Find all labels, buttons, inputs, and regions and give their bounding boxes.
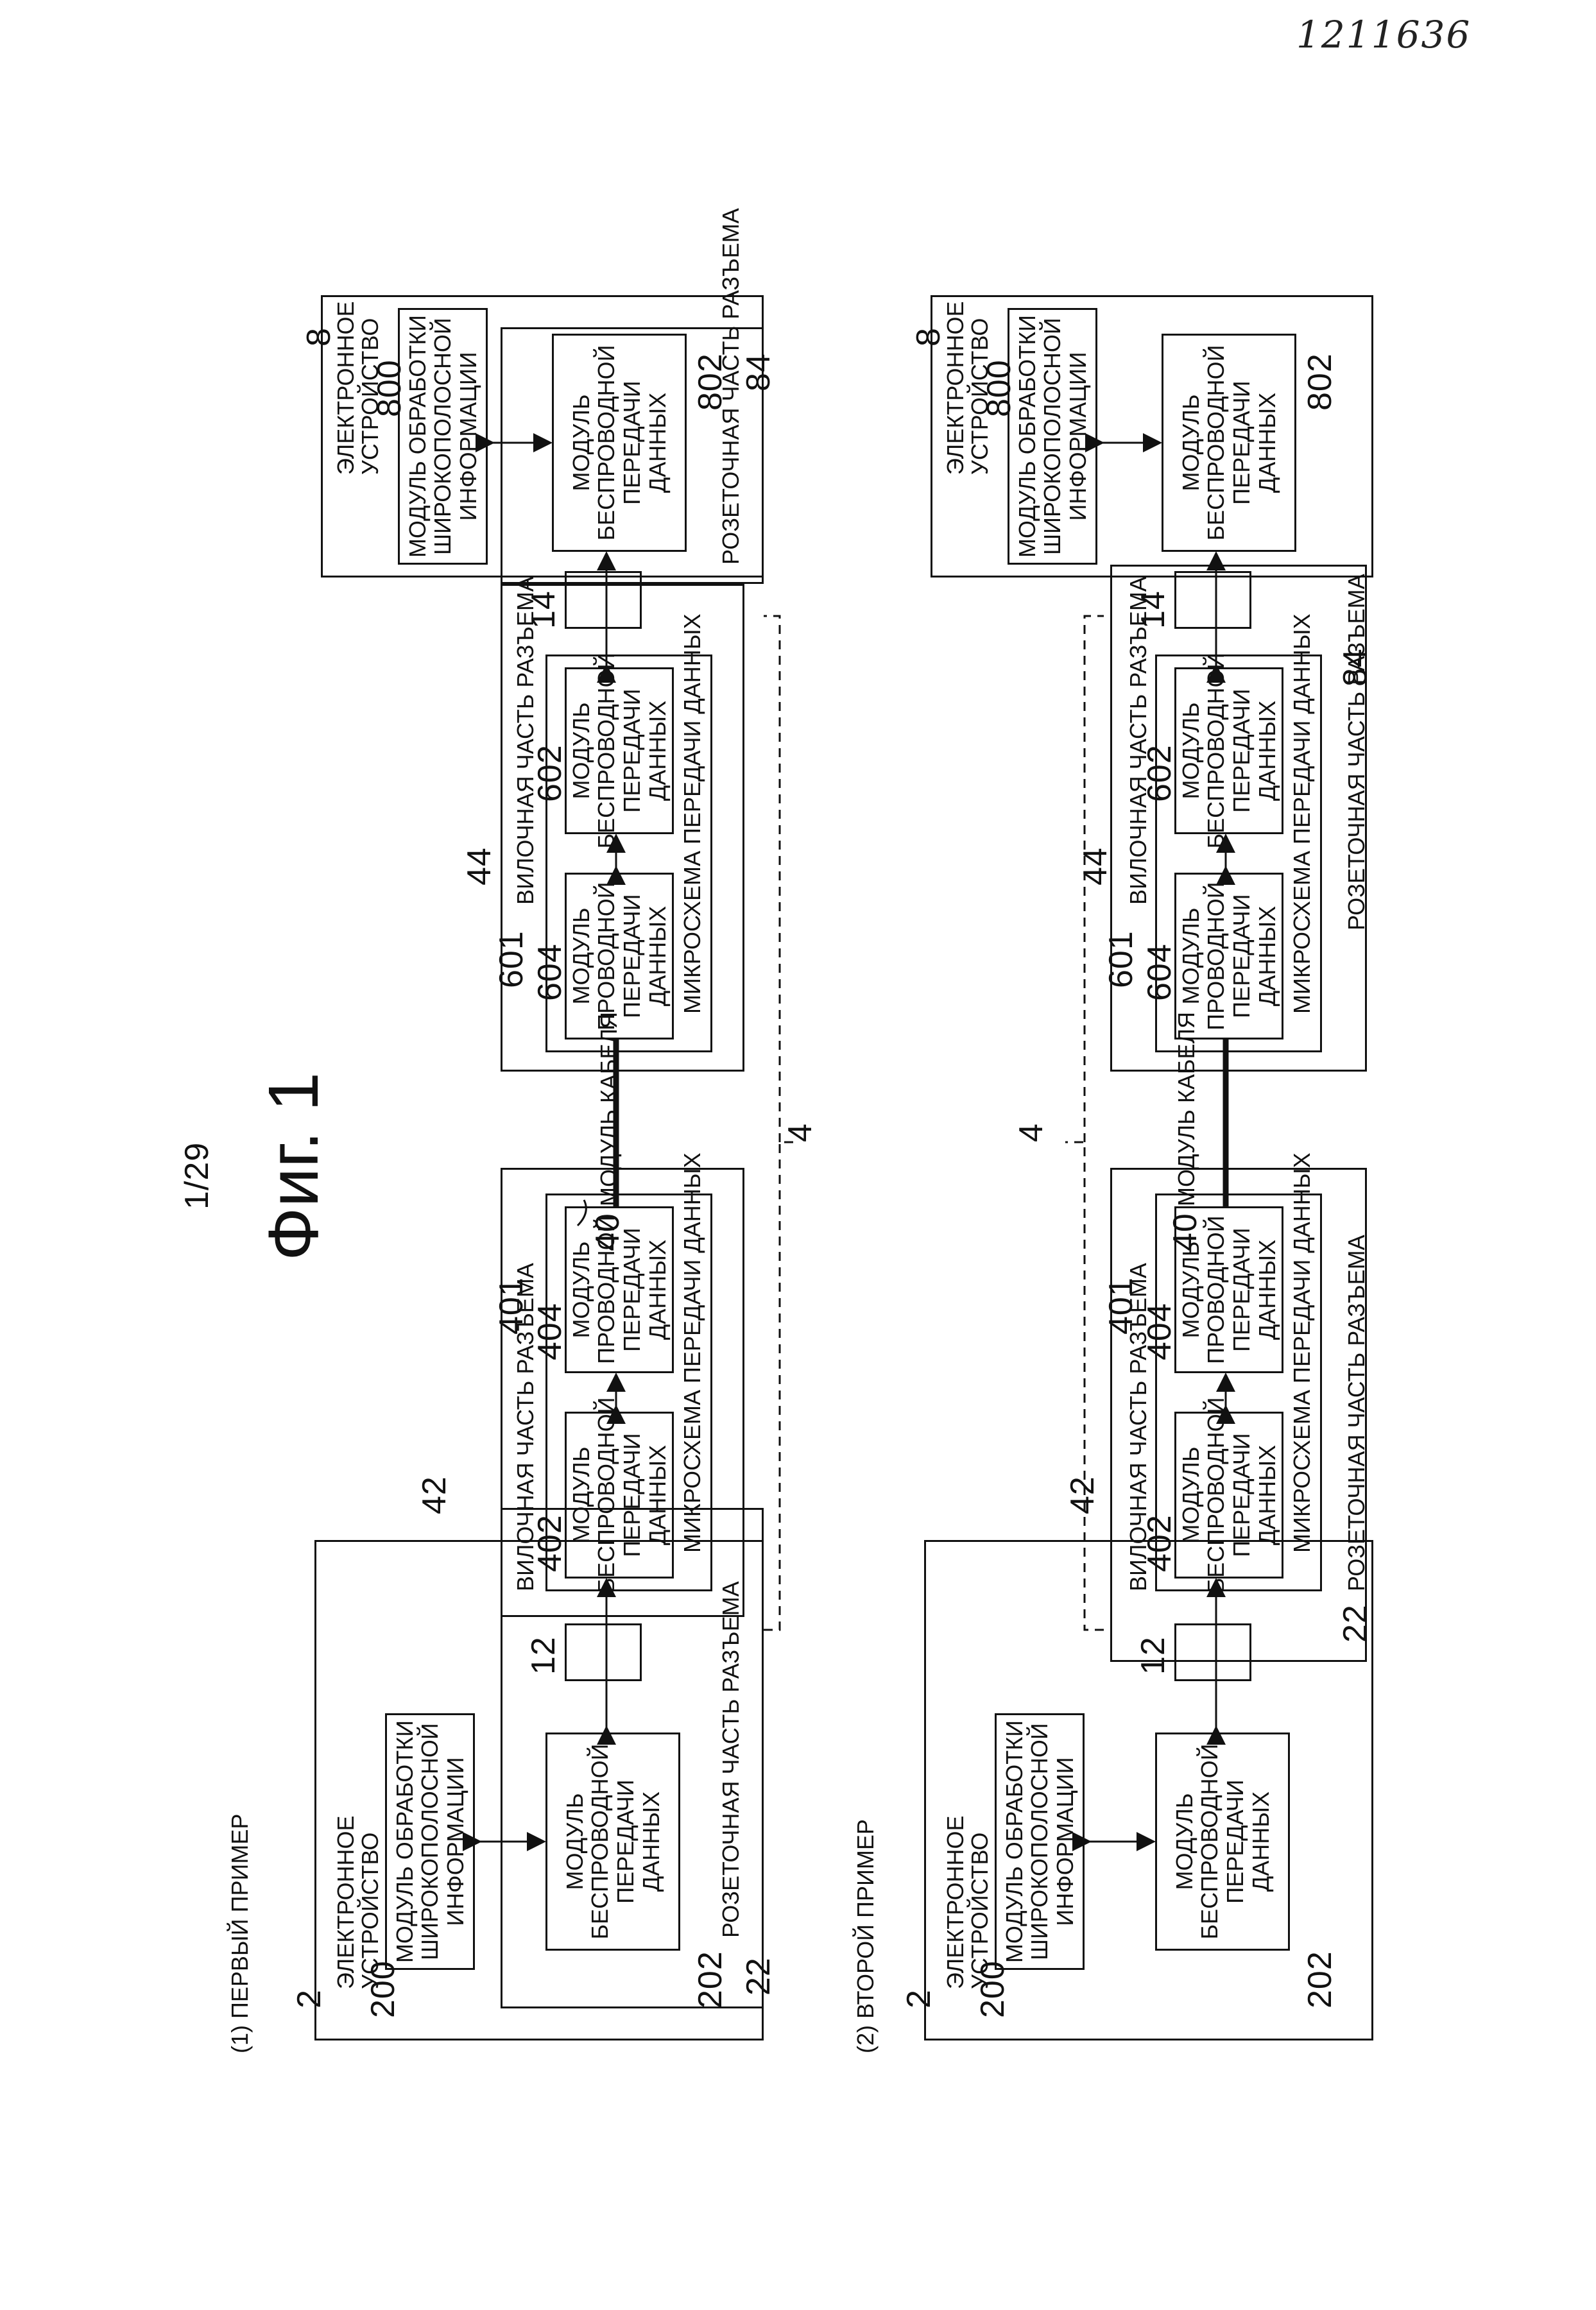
handwritten-number: 1211636	[1296, 13, 1472, 56]
brace-4	[1065, 615, 1104, 1631]
brace-4	[764, 615, 796, 1631]
leader-40	[576, 1199, 587, 1227]
